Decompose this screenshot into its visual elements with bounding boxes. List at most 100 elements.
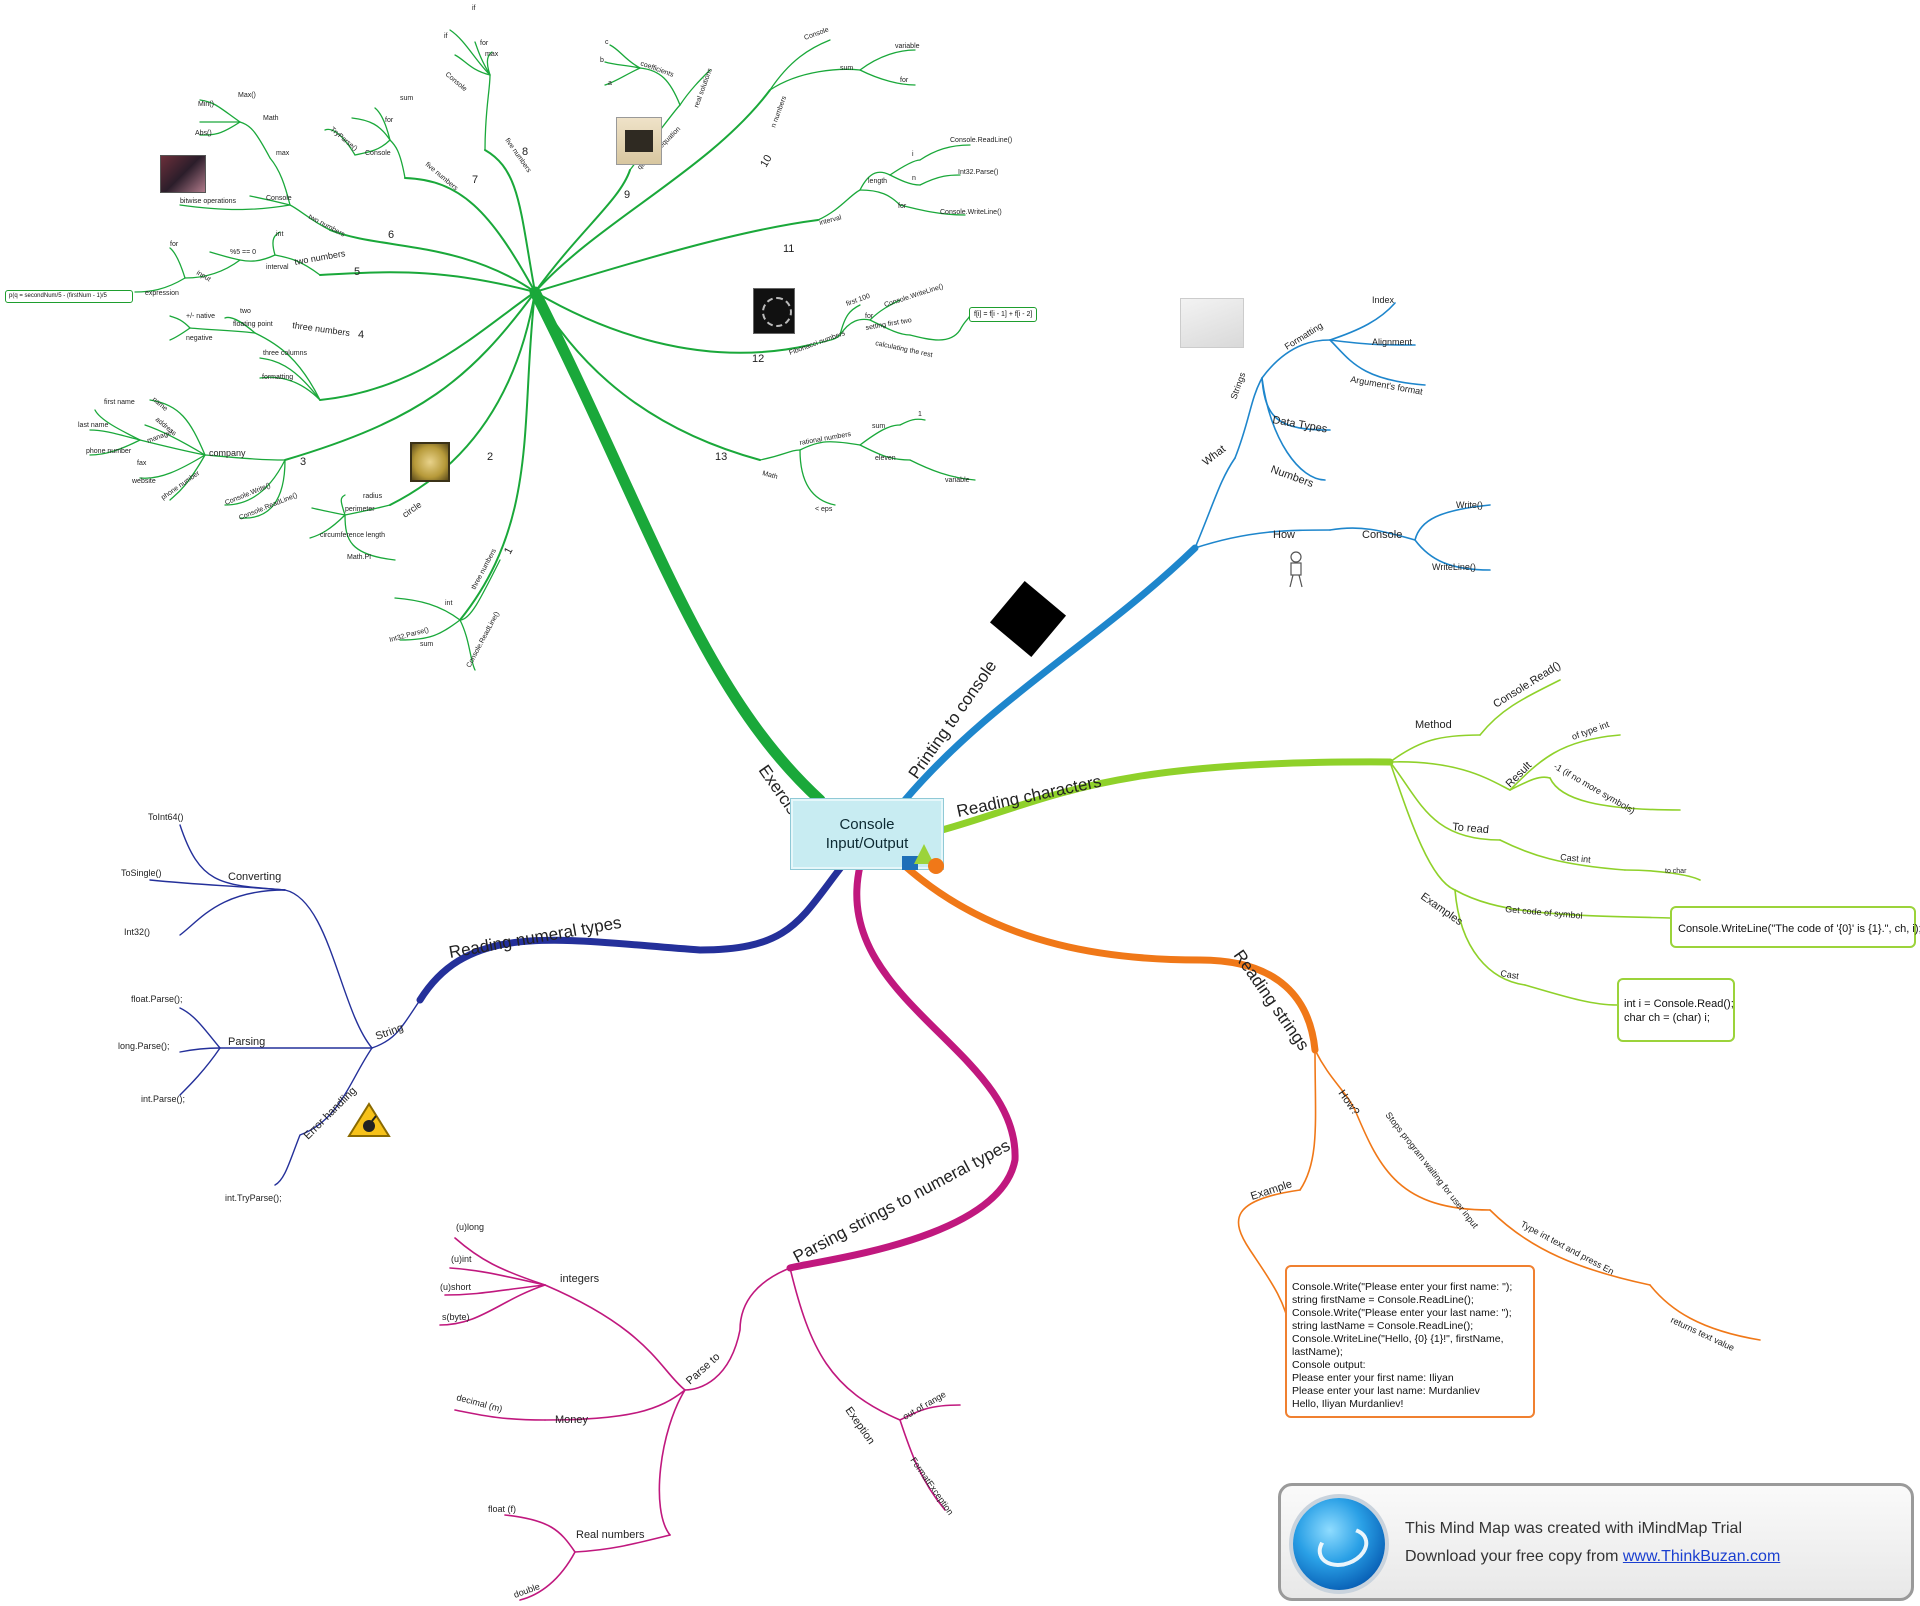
ex4-two: two: [240, 308, 251, 315]
ex10-variable: variable: [895, 43, 920, 50]
ex2-mathpi: Math.PI: [347, 554, 371, 561]
label-parsing: Parsing strings to numeral types: [790, 1136, 1013, 1267]
ex11-writeline: Console.WriteLine(): [940, 209, 1002, 216]
parse-double: double: [512, 1581, 541, 1600]
ex-3: 3: [300, 456, 306, 468]
ex6-max: max: [276, 150, 290, 157]
ex11-readline: Console.ReadLine(): [950, 137, 1012, 144]
ex13-1: 1: [918, 411, 922, 418]
print-what: What: [1200, 443, 1228, 468]
ex8-for: for: [480, 40, 489, 47]
imindmap-logo-icon: [1293, 1498, 1385, 1590]
parse-exeption: Exeption: [843, 1405, 877, 1447]
ex10-n-numbers: n numbers: [770, 95, 788, 129]
ex1-int: int: [445, 600, 452, 607]
ex10-console: Console: [803, 26, 830, 41]
ex4-positive: +/- native: [186, 313, 215, 320]
ex9-a: a: [608, 80, 612, 87]
print-argformat: Argument's format: [1350, 374, 1424, 397]
parse-ushort: (u)short: [440, 1282, 472, 1292]
numeral-long-parse: long.Parse();: [118, 1041, 170, 1051]
print-datatypes: Data Types: [1271, 414, 1328, 436]
ex9-real: real solutions: [693, 67, 714, 109]
code-box-reading-strings: Console.Write("Please enter your first n…: [1285, 1265, 1535, 1418]
ex3-phone-number: phone number: [86, 448, 132, 455]
chars-console-read: Console.Read(): [1491, 660, 1563, 711]
ex3-website: website: [131, 478, 156, 485]
ex13-math: Math: [761, 470, 778, 481]
ex-11: 11: [783, 243, 794, 255]
ex6-two-numbers: two numbers: [307, 214, 346, 239]
ex13-rational: rational numbers: [799, 431, 852, 447]
ex13-sum: sum: [872, 423, 885, 430]
ex8-else: if: [472, 5, 476, 12]
ex12-fibonacci: Fibonacci numbers: [788, 330, 846, 357]
branch-parsing: Parsing strings to numeral types Parse t…: [439, 862, 1019, 1601]
ex4-three-columns: three columns: [263, 350, 307, 357]
ex3-company: company: [209, 448, 246, 458]
ex-4: 4: [358, 329, 364, 341]
ex10-for: for: [900, 77, 909, 84]
numeral-tryparse: int.TryParse();: [225, 1193, 282, 1203]
numeral-parsing: Parsing: [228, 1036, 265, 1048]
ex12-writeline: Console.WriteLine(): [883, 283, 944, 309]
branch-reading-characters: Reading characters Method Console.Read()…: [938, 660, 1701, 1006]
ex6-bitwise: bitwise operations: [180, 198, 237, 205]
print-write: Write(): [1456, 500, 1483, 510]
ex3-write: Console.Write(): [224, 482, 272, 507]
print-index: Index: [1372, 295, 1395, 305]
banner-line2: Download your free copy from www.ThinkBu…: [1405, 1548, 1780, 1566]
ex13-eleven: eleven: [875, 455, 896, 462]
ex9-c: c: [605, 39, 609, 46]
ex4-negative: negative: [186, 335, 213, 342]
code-box-ex5: p(q = secondNum/5 - (firstNum - 1)/5: [5, 290, 133, 303]
print-writeline: WriteLine(): [1432, 562, 1476, 572]
numeral-tosingle: ToSingle(): [121, 868, 162, 878]
strings-example: Example: [1249, 1178, 1293, 1203]
ex8-if: if: [444, 33, 448, 40]
central-title-line1: Console: [839, 816, 895, 833]
ex-1: 1: [502, 545, 515, 556]
ex6-math: Math: [263, 115, 279, 122]
ex6-min: Min(): [198, 101, 214, 108]
ex12-for: for: [865, 313, 874, 320]
parse-sbyte: s(byte): [442, 1312, 470, 1322]
thinkbuzan-link[interactable]: www.ThinkBuzan.com: [1622, 1548, 1781, 1565]
ex5-interval: interval: [266, 264, 289, 271]
ex-6: 6: [388, 229, 394, 241]
ex1-sum: sum: [420, 641, 433, 648]
ex-10: 10: [758, 153, 775, 170]
ex13-variable: variable: [945, 477, 970, 484]
ex2-circle: circle: [400, 499, 423, 519]
ex4-three-numbers: three numbers: [292, 320, 351, 338]
ex3-first-name: first name: [104, 399, 135, 406]
ex6-maxfn: Max(): [238, 92, 256, 99]
ex5-mod: %5 == 0: [230, 249, 256, 256]
code-box-get-code: Console.WriteLine("The code of '{0}' is …: [1670, 906, 1920, 948]
strings-how: How?: [1336, 1088, 1362, 1118]
ex2-radius: radius: [363, 493, 383, 500]
label-reading-numeral: Reading numeral types: [447, 913, 622, 962]
ex6-console: Console: [266, 195, 292, 202]
print-strings: Strings: [1228, 370, 1247, 400]
ex11-for: for: [898, 203, 907, 210]
parse-uint: (u)int: [451, 1254, 472, 1264]
ex10-sum: sum: [840, 65, 853, 72]
parse-real: Real numbers: [576, 1529, 645, 1541]
branch-reading-numeral: Reading numeral types String Converting …: [118, 812, 846, 1203]
print-numbers: Numbers: [1269, 464, 1316, 491]
numeral-toint64: ToInt64(): [148, 812, 184, 822]
ex-13: 13: [715, 451, 727, 463]
banner-line2-prefix: Download your free copy from: [1405, 1548, 1623, 1565]
exercises-trunk: [529, 286, 826, 806]
photo-image-3: [753, 288, 795, 334]
photo-image-2: [616, 117, 662, 165]
strings-returns: returns text value: [1669, 1315, 1736, 1353]
ex6-abs: Abs(): [195, 130, 212, 137]
code-box-ex12: f[i] = f[i - 1] + f[i - 2]: [969, 307, 1037, 322]
ex3-name: name: [151, 396, 169, 413]
ex11-int32: Int32.Parse(): [958, 169, 998, 176]
ex5-int: int: [276, 231, 283, 238]
ex-8: 8: [522, 146, 528, 158]
